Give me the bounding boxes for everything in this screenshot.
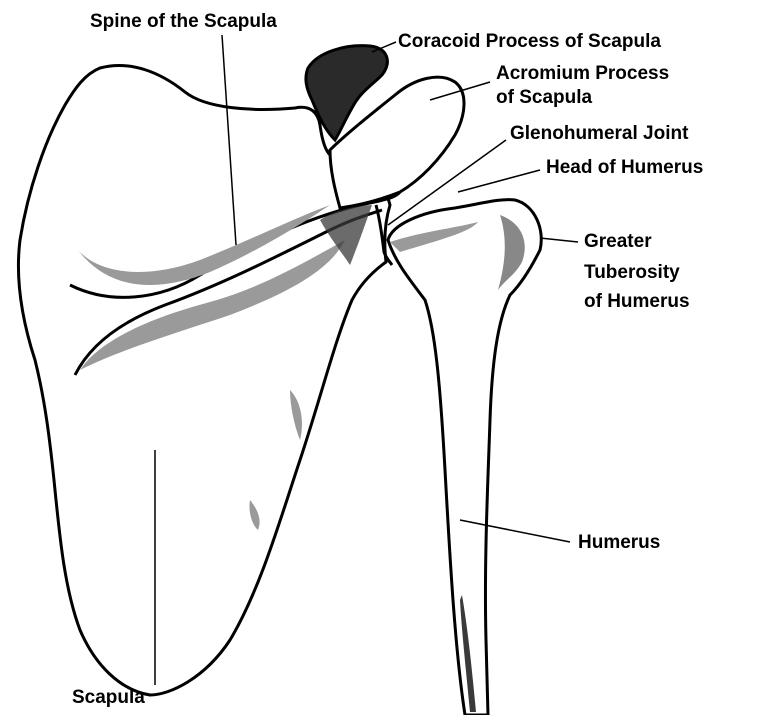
label-tuberosity-line1: Greater	[584, 230, 690, 254]
label-spine-of-scapula: Spine of the Scapula	[90, 10, 277, 34]
label-humerus-text: Humerus	[578, 531, 660, 555]
label-acromium-process: Acromium Process of Scapula	[496, 62, 669, 110]
label-humerus: Humerus	[578, 531, 660, 555]
label-glenohumeral-joint: Glenohumeral Joint	[510, 122, 688, 146]
label-coracoid-process: Coracoid Process of Scapula	[398, 30, 661, 54]
label-greater-tuberosity: Greater Tuberosity of Humerus	[584, 230, 690, 314]
label-acromium-line2: of Scapula	[496, 86, 669, 110]
leader-head	[458, 170, 540, 192]
label-scapula-text: Scapula	[72, 686, 145, 710]
leader-tuberosity	[540, 238, 578, 242]
label-coracoid-text: Coracoid Process of Scapula	[398, 30, 661, 54]
label-tuberosity-line2: Tuberosity	[584, 261, 690, 285]
label-scapula: Scapula	[72, 686, 145, 710]
label-head-text: Head of Humerus	[546, 156, 703, 180]
label-tuberosity-line3: of Humerus	[584, 290, 690, 314]
label-glenohumeral-text: Glenohumeral Joint	[510, 122, 688, 146]
label-spine-text: Spine of the Scapula	[90, 10, 277, 34]
label-acromium-line1: Acromium Process	[496, 62, 669, 86]
label-head-of-humerus: Head of Humerus	[546, 156, 703, 180]
